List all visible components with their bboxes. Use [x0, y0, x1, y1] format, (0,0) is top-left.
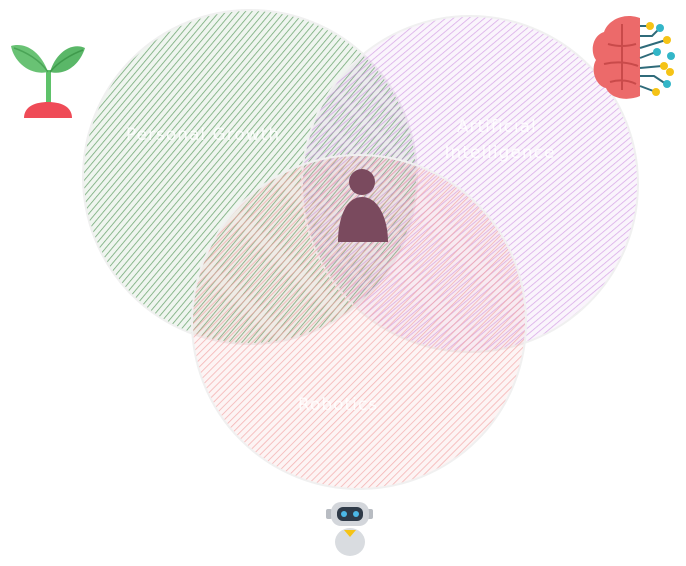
- label-robotics: Robotics: [298, 395, 378, 415]
- person-icon: [338, 169, 388, 242]
- venn-circle-robotics: [191, 154, 527, 490]
- label-ai-line-1: Artificial: [457, 117, 537, 137]
- brain-circuit-icon: [592, 15, 675, 99]
- label-growth: Personal Growth: [126, 125, 280, 145]
- label-growth-line-1: Personal Growth: [126, 125, 280, 145]
- sprout-icon: [11, 45, 85, 118]
- robot-icon: [326, 502, 373, 556]
- label-robotics-line-1: Robotics: [298, 395, 378, 415]
- label-ai-line-2: Intelligence: [445, 143, 556, 163]
- label-ai: Artificial Intelligence: [445, 117, 556, 163]
